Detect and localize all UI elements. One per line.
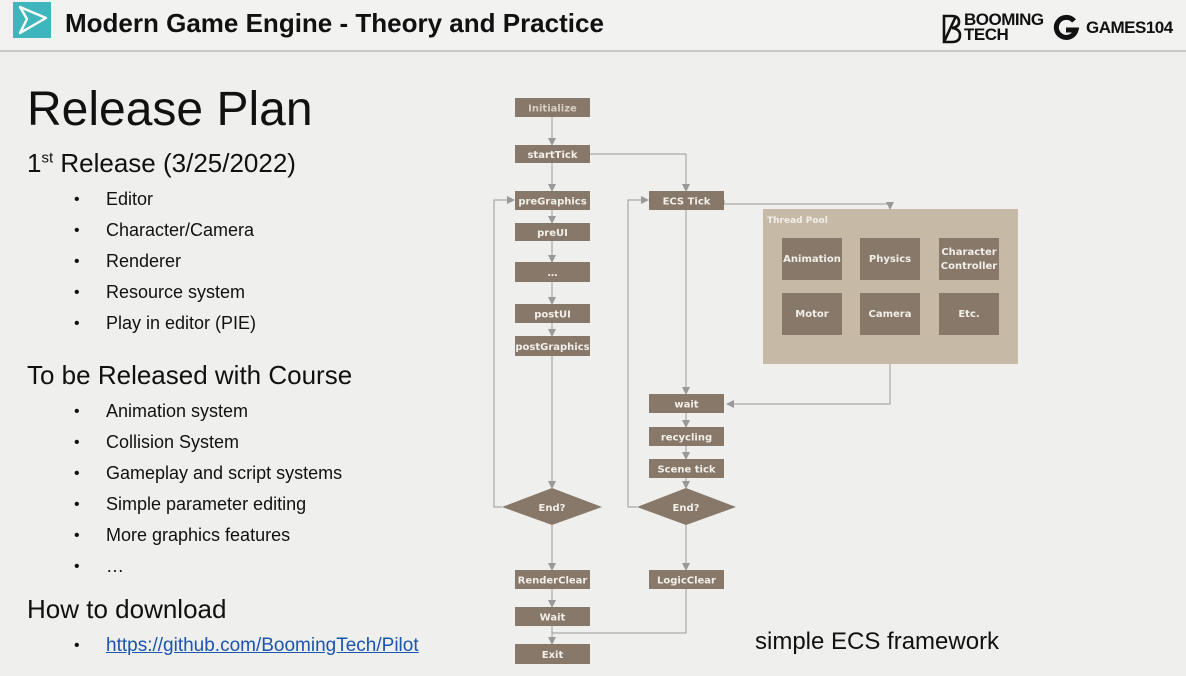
list-item: https://github.com/BoomingTech/Pilot xyxy=(74,630,419,661)
decision-left: End? xyxy=(502,488,602,525)
github-link[interactable]: https://github.com/BoomingTech/Pilot xyxy=(106,635,419,656)
node-postgraphics: postGraphics xyxy=(515,336,590,356)
download-heading: How to download xyxy=(27,594,227,624)
course-heading: To be Released with Course xyxy=(27,360,353,390)
connector-arrow xyxy=(493,196,515,508)
decision-middle-label: End? xyxy=(673,503,700,514)
release1-list: Editor Character/Camera Renderer Resourc… xyxy=(74,184,256,339)
list-item: Gameplay and script systems xyxy=(74,458,342,489)
node-postui-label: postUI xyxy=(534,310,571,321)
thread-etc: Etc. xyxy=(939,293,999,335)
thread-controller-label: Controller xyxy=(941,261,998,272)
node-pregraphics: preGraphics xyxy=(515,191,590,210)
brand-booming: BOOMING xyxy=(964,10,1044,29)
release1-prefix: 1 xyxy=(27,148,42,178)
slide-header: Modern Game Engine - Theory and Practice… xyxy=(0,0,1186,50)
thread-etc-label: Etc. xyxy=(958,309,979,320)
node-ecstick: ECS Tick xyxy=(649,191,724,210)
connector-line xyxy=(552,589,687,634)
decision-middle-shape xyxy=(637,488,736,525)
list-item: Resource system xyxy=(74,277,256,308)
node-exit-label: Exit xyxy=(542,650,564,661)
thread-pool-box xyxy=(763,209,1018,364)
list-item: Character/Camera xyxy=(74,215,256,246)
brand-tech: TECH xyxy=(964,25,1009,44)
node-recycling-label: recycling xyxy=(661,433,712,444)
node-ecstick-label: ECS Tick xyxy=(663,197,711,208)
slide-title: Release Plan xyxy=(27,83,313,136)
node-renderclear: RenderClear xyxy=(515,570,590,589)
connector-arrow xyxy=(726,364,891,408)
thread-animation-label: Animation xyxy=(783,254,841,265)
release1-sup: st xyxy=(41,149,54,167)
list-item: Collision System xyxy=(74,427,342,458)
header-title: Modern Game Engine - Theory and Practice xyxy=(65,8,604,38)
node-starttick-label: startTick xyxy=(527,150,577,161)
node-logicclear: LogicClear xyxy=(649,570,724,589)
thread-character-label: Character xyxy=(941,247,996,258)
node-wait-left-label: Wait xyxy=(540,613,566,624)
node-pregraphics-label: preGraphics xyxy=(518,197,586,208)
list-item: Play in editor (PIE) xyxy=(74,308,256,339)
node-scenetick: Scene tick xyxy=(649,459,724,478)
release1-heading: 1st Release (3/25/2022) xyxy=(27,148,296,179)
node-initialize-label: Initialize xyxy=(528,104,577,115)
thread-camera: Camera xyxy=(860,293,920,335)
node-postgraphics-label: postGraphics xyxy=(515,342,589,353)
download-list: https://github.com/BoomingTech/Pilot xyxy=(74,630,419,661)
thread-physics: Physics xyxy=(860,238,920,280)
node-wait-middle-label: wait xyxy=(674,400,698,411)
node-initialize: Initialize xyxy=(515,98,590,117)
node-renderclear-label: RenderClear xyxy=(518,576,588,587)
header-divider xyxy=(0,50,1186,52)
list-item: Editor xyxy=(74,184,256,215)
booming-tech-logo-icon xyxy=(942,14,962,44)
thread-motor-label: Motor xyxy=(795,309,828,320)
list-item: … xyxy=(74,551,342,582)
course-list: Animation system Collision System Gamepl… xyxy=(74,396,342,582)
connector-arrow xyxy=(723,200,894,210)
node-postui: postUI xyxy=(515,304,590,323)
games104-g-logo-icon xyxy=(1053,14,1080,40)
node-ellipsis: … xyxy=(515,262,590,282)
node-starttick: startTick xyxy=(515,145,590,163)
node-recycling: recycling xyxy=(649,427,724,446)
node-preui: preUI xyxy=(515,223,590,241)
node-preui-label: preUI xyxy=(537,228,568,239)
thread-camera-label: Camera xyxy=(869,309,912,320)
thread-physics-label: Physics xyxy=(869,254,911,265)
release1-suffix: Release (3/25/2022) xyxy=(53,148,296,178)
decision-left-shape xyxy=(502,488,602,525)
node-wait-left: Wait xyxy=(515,607,590,626)
thread-motor: Motor xyxy=(782,293,842,335)
thread-pool: Thread Pool Animation Physics Character … xyxy=(763,209,1018,364)
list-item: Renderer xyxy=(74,246,256,277)
diagram-caption: simple ECS framework xyxy=(755,628,1000,655)
list-item: Animation system xyxy=(74,396,342,427)
brand-games104: GAMES104 xyxy=(1086,18,1173,37)
decision-left-label: End? xyxy=(539,503,566,514)
node-wait-middle: wait xyxy=(649,394,724,413)
connector-arrow xyxy=(627,196,649,508)
node-ellipsis-label: … xyxy=(548,268,558,279)
list-item: Simple parameter editing xyxy=(74,489,342,520)
node-exit: Exit xyxy=(515,644,590,664)
node-logicclear-label: LogicClear xyxy=(657,576,716,587)
decision-middle: End? xyxy=(637,488,736,525)
thread-animation: Animation xyxy=(782,238,842,280)
games104-logo: GAMES104 xyxy=(1052,14,1186,42)
thread-pool-title: Thread Pool xyxy=(767,216,828,226)
node-scenetick-label: Scene tick xyxy=(657,465,715,476)
list-item: More graphics features xyxy=(74,520,342,551)
thread-character-controller: Character Controller xyxy=(939,238,999,280)
play-triangle-logo-icon xyxy=(13,2,51,38)
